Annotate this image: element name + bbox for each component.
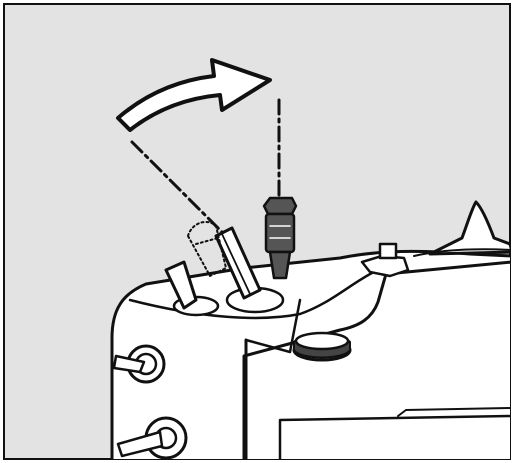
- diagram-canvas: [0, 0, 514, 463]
- instruction-illustration: [0, 0, 514, 463]
